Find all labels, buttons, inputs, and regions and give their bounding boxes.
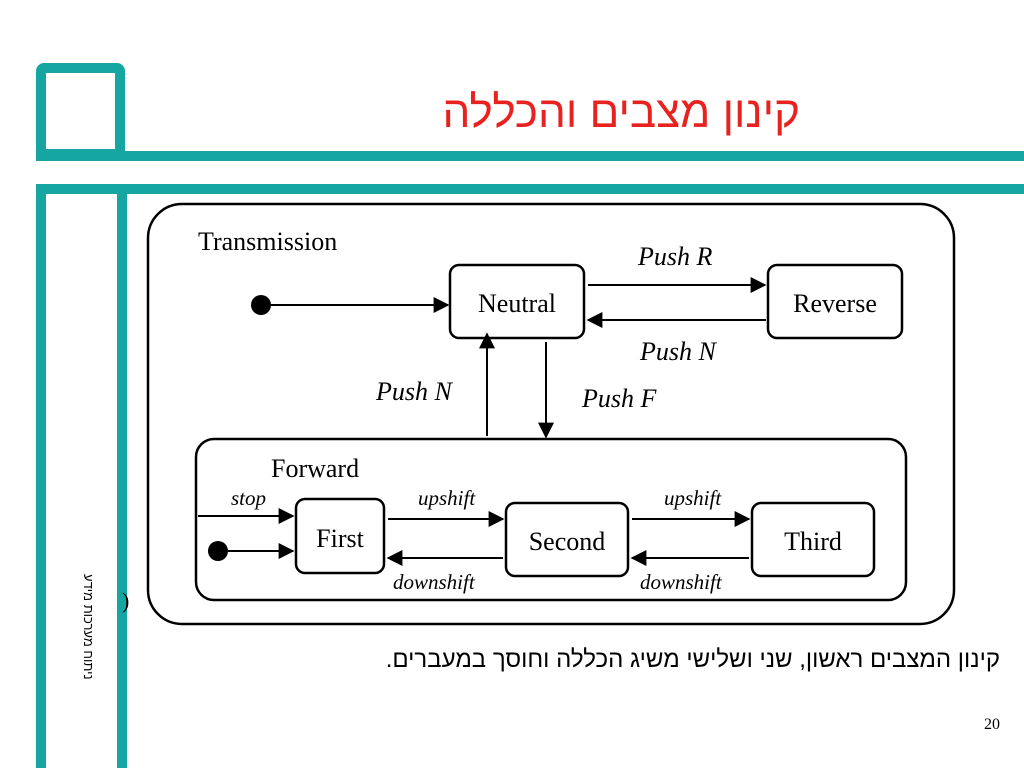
push-n-forward-label: Push N bbox=[375, 377, 454, 406]
state-neutral-label: Neutral bbox=[478, 289, 556, 318]
state-second bbox=[504, 501, 630, 578]
frame-bar-inner bbox=[117, 184, 127, 768]
parenthesis-mark: ) bbox=[122, 588, 130, 613]
state-third-label: Third bbox=[784, 527, 842, 556]
state-first bbox=[294, 497, 386, 575]
upshift-1-label: upshift bbox=[418, 486, 476, 510]
state-reverse bbox=[766, 263, 904, 340]
state-third bbox=[750, 501, 876, 578]
frame-bar-second bbox=[36, 184, 1024, 194]
slide-caption: קינון המצבים ראשון, שני ושלישי משיג הכלל… bbox=[385, 646, 1000, 673]
push-r-label: Push R bbox=[637, 242, 713, 271]
state-reverse-label: Reverse bbox=[793, 289, 877, 318]
frame-bar-top bbox=[36, 151, 1024, 161]
downshift-1-label: downshift bbox=[393, 570, 476, 594]
state-second-label: Second bbox=[529, 527, 606, 556]
page-number: 20 bbox=[984, 716, 1000, 733]
frame-bar-left bbox=[36, 184, 46, 768]
initial-dot-forward bbox=[208, 541, 228, 561]
initial-dot-transmission bbox=[251, 295, 271, 315]
slide-title: קינון מצבים והכללה bbox=[442, 88, 800, 137]
state-neutral bbox=[448, 263, 586, 340]
upshift-2-label: upshift bbox=[664, 486, 722, 510]
push-f-label: Push F bbox=[581, 384, 658, 413]
frame-square bbox=[36, 63, 125, 159]
push-n-reverse-label: Push N bbox=[639, 337, 718, 366]
state-first-label: First bbox=[316, 524, 364, 553]
stop-label: stop bbox=[231, 486, 266, 510]
forward-label: Forward bbox=[271, 454, 359, 483]
side-note: ניתוח מערכות מידע bbox=[81, 574, 96, 680]
downshift-2-label: downshift bbox=[640, 570, 723, 594]
transmission-label: Transmission bbox=[198, 227, 337, 256]
